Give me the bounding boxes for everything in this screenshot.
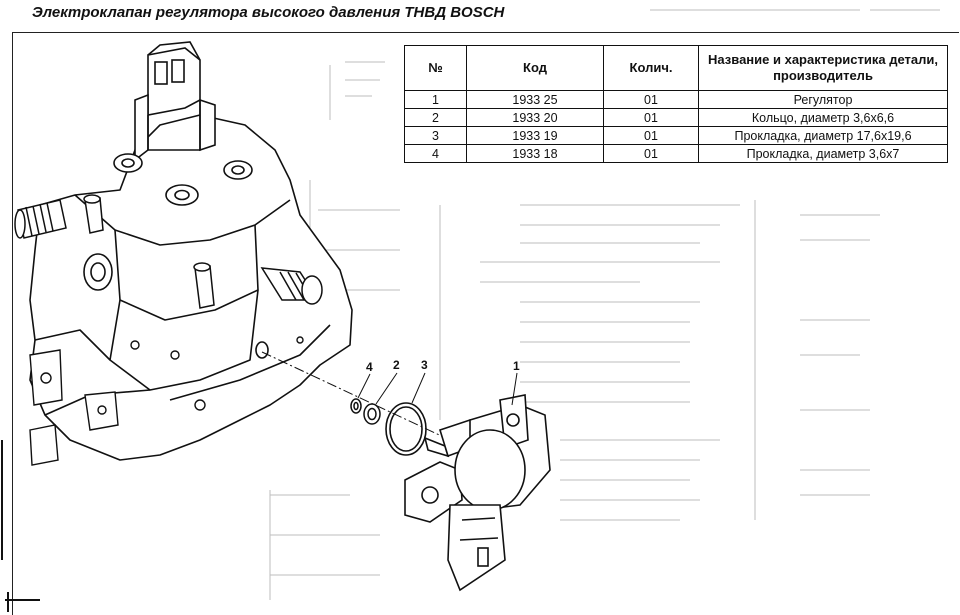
cell-name: Прокладка, диаметр 3,6x7 xyxy=(698,144,948,163)
header-quantity: Колич. xyxy=(603,45,699,91)
table-header-row: № Код Колич. Название и характеристика д… xyxy=(404,45,948,91)
part-2-ring xyxy=(363,403,381,425)
callout-4: 4 xyxy=(366,360,373,374)
page-title: Электроклапан регулятора высокого давлен… xyxy=(32,4,505,21)
valve-port xyxy=(255,341,269,359)
part-1-regulator xyxy=(404,394,551,592)
callout-2: 2 xyxy=(393,358,400,372)
leader-4 xyxy=(357,373,371,399)
cell-code: 1933 25 xyxy=(466,90,604,109)
table-row: 3 1933 19 01 Прокладка, диаметр 17,6x19,… xyxy=(404,126,948,145)
table-row: 2 1933 20 01 Кольцо, диаметр 3,6x6,6 xyxy=(404,108,948,127)
cell-quantity: 01 xyxy=(603,144,699,163)
figure-frame xyxy=(12,32,959,615)
header-name: Название и характеристика детали, произв… xyxy=(698,45,948,91)
callout-1: 1 xyxy=(513,359,520,373)
pump-face xyxy=(74,194,291,246)
regulator-connector xyxy=(447,504,506,592)
cell-code: 1933 20 xyxy=(466,108,604,127)
leader-2 xyxy=(375,372,398,405)
inlet-fitting xyxy=(14,199,67,239)
cell-name: Прокладка, диаметр 17,6x19,6 xyxy=(698,126,948,145)
header-code: Код xyxy=(466,45,604,91)
callout-3: 3 xyxy=(421,358,428,372)
parts-table: № Код Колич. Название и характеристика д… xyxy=(404,45,948,163)
cell-name: Кольцо, диаметр 3,6x6,6 xyxy=(698,108,948,127)
leader-1 xyxy=(511,372,518,406)
leader-3 xyxy=(411,372,426,404)
outlet-fitting xyxy=(260,267,323,305)
assembly-axis xyxy=(261,351,451,441)
pump-top-connector xyxy=(134,41,216,162)
scan-edge-artifacts xyxy=(1,440,40,612)
part-3-gasket xyxy=(385,402,427,456)
part-4-seal xyxy=(350,398,362,414)
cell-code: 1933 18 xyxy=(466,144,604,163)
table-row: 4 1933 18 01 Прокладка, диаметр 3,6x7 xyxy=(404,144,948,163)
